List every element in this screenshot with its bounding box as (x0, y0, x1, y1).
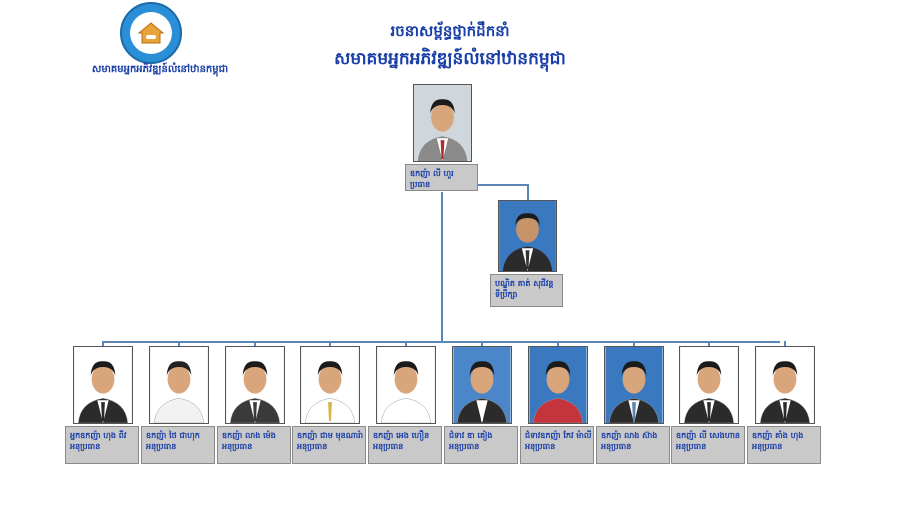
connector-vice-drop (178, 341, 180, 347)
connector-vice-drop (557, 341, 559, 347)
advisor-photo (498, 200, 557, 272)
vice-president-name: ឧកញ៉ា លាង ម៉េង (222, 431, 276, 440)
connector-vice-drop (254, 341, 256, 347)
vice-president-name: ឧកញ៉ា គាំង ហុង (752, 431, 804, 440)
president-name-box: ឧកញ៉ា លី ហួរ ប្រធាន (405, 164, 478, 191)
vice-president-name: ឧកញ៉ា ជាម មុនណារ៉ា (297, 431, 364, 440)
advisor-name-box: បណ្ឌិត គាត់ សុជីវន្ត ទីប្រឹក្សា (490, 274, 563, 307)
vice-president-name: ឧកញ៉ា អេង ហឿន (373, 431, 430, 440)
vice-president-photo (679, 346, 739, 424)
vice-president-role: អនុប្រធាន (297, 442, 328, 451)
vice-president-role: អនុប្រធាន (676, 442, 707, 451)
vice-president-role: អនុប្រធាន (146, 442, 177, 451)
vice-president-photo (376, 346, 436, 424)
portrait-icon (150, 347, 208, 423)
connector-vice-bus (103, 341, 780, 343)
portrait-icon (414, 85, 471, 161)
connector-vice-drop (405, 341, 407, 347)
connector-vice-drop (329, 341, 331, 347)
president-role: ប្រធាន (410, 180, 431, 189)
vice-president-name-box: ឧកញ៉ា អេង ហឿនអនុប្រធាន (368, 426, 442, 464)
vice-president-name-box: ឧកញ៉ា លី សេងហានអនុប្រធាន (671, 426, 745, 464)
house-handshake-icon (137, 22, 165, 44)
vice-president-photo (149, 346, 209, 424)
vice-president-role: អនុប្រធាន (373, 442, 404, 451)
connector-vice-drop (481, 341, 483, 347)
portrait-icon (756, 347, 814, 423)
vice-president-name-box: អ្នកឧកញ៉ា ហុង ពីវអនុប្រធាន (65, 426, 139, 464)
vice-president-name-box: ឧកញ៉ា គាំង ហុងអនុប្រធាន (747, 426, 821, 464)
portrait-icon (377, 347, 435, 423)
portrait-icon (499, 201, 556, 271)
vice-president-role: អនុប្រធាន (525, 442, 556, 451)
vice-president-role: អនុប្រធាន (449, 442, 480, 451)
vice-president-photo (73, 346, 133, 424)
president-photo (413, 84, 472, 162)
vice-president-name: ឧកញ៉ា លី សេងហាន (676, 431, 740, 440)
vice-president-name-box: ឧកញ៉ា ថៃ ជាហុកអនុប្រធាន (141, 426, 215, 464)
page-title: រចនាសម្ព័ន្ធថ្នាក់ដឹកនាំ (390, 22, 510, 40)
portrait-icon (453, 347, 511, 423)
vice-president-name: ជំទាវឧកញ៉ា កែវ ម៉ាលី (525, 431, 592, 440)
vice-president-role: អនុប្រធាន (70, 442, 101, 451)
portrait-icon (226, 347, 284, 423)
vice-president-photo (225, 346, 285, 424)
vice-president-photo (452, 346, 512, 424)
connector-president-down (441, 192, 443, 342)
vice-president-name: ឧកញ៉ា លាង ស៊ាង (601, 431, 658, 440)
vice-president-role: អនុប្រធាន (752, 442, 783, 451)
connector-secretary-vertical (527, 184, 529, 201)
portrait-icon (680, 347, 738, 423)
vice-president-name: អ្នកឧកញ៉ា ហុង ពីវ (70, 431, 127, 440)
vice-president-name-box: ឧកញ៉ា លាង ម៉េងអនុប្រធាន (217, 426, 291, 464)
vice-president-photo (755, 346, 815, 424)
page-subtitle: សមាគមអ្នកអភិវឌ្ឍន៍លំនៅឋានកម្ពុជា (334, 49, 566, 69)
vice-president-photo (528, 346, 588, 424)
vice-president-name-box: ជំទាវ ឌា គៀងអនុប្រធាន (444, 426, 518, 464)
vice-president-name: ជំទាវ ឌា គៀង (449, 431, 493, 440)
portrait-icon (74, 347, 132, 423)
vice-president-role: អនុប្រធាន (601, 442, 632, 451)
vice-president-name: ឧកញ៉ា ថៃ ជាហុក (146, 431, 200, 440)
vice-president-role: អនុប្រធាន (222, 442, 253, 451)
advisor-name: បណ្ឌិត គាត់ សុជីវន្ត (495, 279, 554, 288)
connector-vice-drop (102, 341, 104, 347)
connector-secretary-horizontal (442, 184, 528, 186)
portrait-icon (301, 347, 359, 423)
president-name: ឧកញ៉ា លី ហួរ (410, 169, 454, 178)
vice-president-name-box: ឧកញ៉ា លាង ស៊ាងអនុប្រធាន (596, 426, 670, 464)
vice-president-photo (300, 346, 360, 424)
logo-text: សមាគមអ្នកអភិវឌ្ឍន៍លំនៅឋានកម្ពុជា (91, 64, 229, 75)
vice-president-photo (604, 346, 664, 424)
vice-president-name-box: ឧកញ៉ា ជាម មុនណារ៉ាអនុប្រធាន (292, 426, 366, 464)
logo-emblem (120, 2, 182, 64)
connector-vice-drop (633, 341, 635, 347)
vice-president-name-box: ជំទាវឧកញ៉ា កែវ ម៉ាលីអនុប្រធាន (520, 426, 594, 464)
portrait-icon (605, 347, 663, 423)
association-logo: សមាគមអ្នកអភិវឌ្ឍន៍លំនៅឋានកម្ពុជា (60, 2, 260, 76)
advisor-role: ទីប្រឹក្សា (495, 290, 518, 299)
connector-vice-drop (708, 341, 710, 347)
connector-vice-drop (784, 341, 786, 347)
portrait-icon (529, 347, 587, 423)
